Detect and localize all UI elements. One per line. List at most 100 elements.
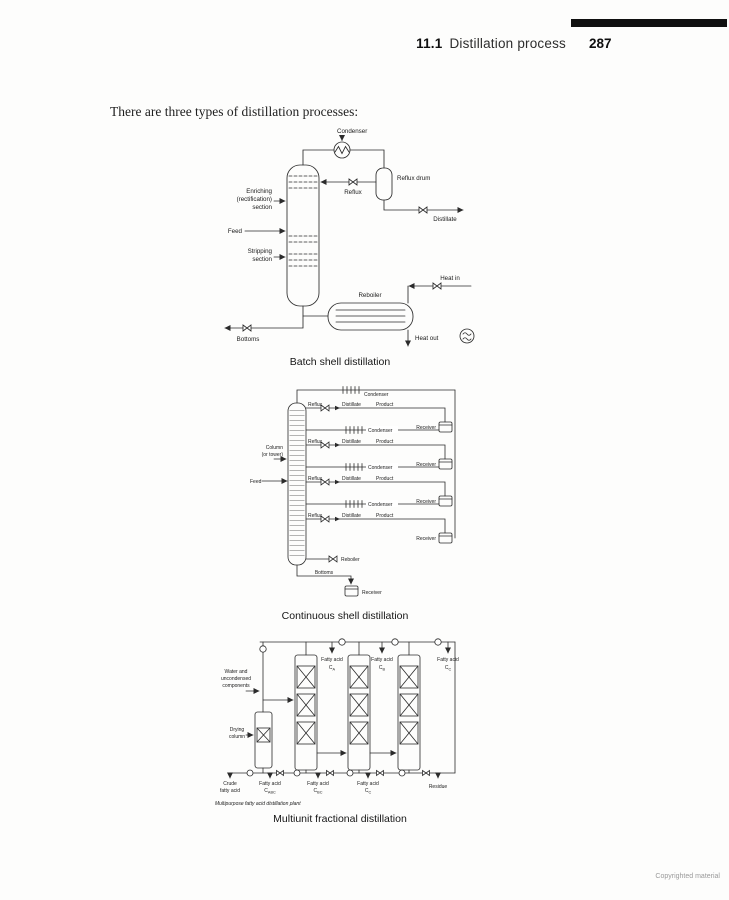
multiunit-distillation-diagram: Water and uncondensed components Drying … xyxy=(215,638,459,807)
reflux-drum-icon xyxy=(375,167,393,201)
label-receiver: Receiver xyxy=(416,425,436,431)
label-condenser: Condenser xyxy=(368,428,393,434)
reboiler-icon xyxy=(327,302,414,331)
label-condenser: Condenser xyxy=(368,465,393,471)
label-distillate: Distillate xyxy=(433,216,457,223)
valve-icon xyxy=(422,769,430,777)
label-reflux: Reflux xyxy=(308,402,323,408)
pump-icon xyxy=(338,638,346,646)
batch-distillation-diagram: Condenser Reflux drum Reflux Enriching (… xyxy=(224,128,475,347)
valve-icon xyxy=(320,515,330,523)
figure-caption-multiunit: Multiunit fractional distillation xyxy=(273,813,407,825)
label-product: Product xyxy=(376,476,394,482)
label-fatty-acid-a-sub: CA xyxy=(329,665,336,671)
packing-icon xyxy=(399,665,419,689)
steam-trap-icon xyxy=(459,328,475,344)
continuous-labels: Condenser Column (or tower) Feed Reflux … xyxy=(250,392,436,596)
intro-text: There are three types of distillation pr… xyxy=(110,104,359,119)
pump-icon xyxy=(246,769,254,777)
pump-icon xyxy=(391,638,399,646)
label-fatty-acid-abc-sub: CABC xyxy=(264,788,276,794)
label-receiver: Receiver xyxy=(416,499,436,505)
batch-labels: Condenser Reflux drum Reflux Enriching (… xyxy=(228,128,460,343)
receiver-drum-icon xyxy=(344,585,359,597)
valve-icon xyxy=(320,404,330,412)
label-distillate: Distillate xyxy=(342,439,361,445)
receiver-drum-icon xyxy=(438,495,453,507)
pump-icon xyxy=(434,638,442,646)
label-heat-out: Heat out xyxy=(415,335,439,342)
copyright-notice: Copyrighted material xyxy=(655,873,720,880)
label-condenser: Condenser xyxy=(368,502,393,508)
label-heat-in: Heat in xyxy=(440,275,460,282)
condenser-icon xyxy=(345,500,363,508)
packing-icon xyxy=(399,693,419,717)
label-crude-2: fatty acid xyxy=(220,788,240,794)
packing-icon xyxy=(399,721,419,745)
packing-icon xyxy=(256,727,271,743)
pump-icon xyxy=(398,769,406,777)
label-drying-1: Drying xyxy=(230,727,245,733)
label-enriching-1: Enriching xyxy=(246,188,272,195)
pump-icon xyxy=(346,769,354,777)
label-product: Product xyxy=(376,439,394,445)
label-fatty-acid-bc: Fatty acid xyxy=(307,781,329,787)
label-stripping-1: Stripping xyxy=(248,248,273,255)
receiver-drum-icon xyxy=(438,532,453,544)
label-fatty-acid-c2: Fatty acid xyxy=(357,781,379,787)
figure-caption-continuous: Continuous shell distillation xyxy=(281,610,409,622)
label-distillate: Distillate xyxy=(342,402,361,408)
condenser-icon xyxy=(345,463,363,471)
label-reflux-drum: Reflux drum xyxy=(397,175,430,182)
label-receiver: Receiver xyxy=(362,590,382,596)
column-trays xyxy=(288,175,318,267)
continuous-piping xyxy=(261,386,456,597)
running-head: 11.1 Distillation process xyxy=(0,36,566,51)
label-reflux: Reflux xyxy=(308,439,323,445)
label-bottoms: Bottoms xyxy=(315,570,334,576)
label-water-2: uncondensed xyxy=(221,676,251,682)
label-reflux: Reflux xyxy=(344,189,362,196)
label-water-1: Water and xyxy=(225,669,248,675)
label-water-3: components xyxy=(222,683,250,689)
label-condenser: Condenser xyxy=(364,392,389,398)
section-number: 11.1 xyxy=(416,36,443,51)
label-drying-2: column xyxy=(229,734,245,740)
valve-icon xyxy=(326,769,334,777)
label-condenser: Condenser xyxy=(337,128,367,135)
label-column-1: Column xyxy=(266,445,283,451)
packing-icon xyxy=(349,693,369,717)
label-feed: Feed xyxy=(250,479,262,485)
label-backplates xyxy=(366,426,398,507)
figure-note: Multipurpose fatty acid distillation pla… xyxy=(215,801,301,807)
multiunit-piping xyxy=(227,638,456,779)
label-receiver: Receiver xyxy=(416,536,436,542)
condenser-icon xyxy=(345,426,363,434)
label-reflux: Reflux xyxy=(308,476,323,482)
label-fatty-acid-abc: Fatty acid xyxy=(259,781,281,787)
label-column-2: (or tower) xyxy=(262,452,284,458)
condenser-icon xyxy=(342,386,360,394)
label-enriching-2: (rectification) xyxy=(237,196,272,203)
label-crude-1: Crude xyxy=(223,781,237,787)
valve-icon xyxy=(432,282,442,290)
valve-icon xyxy=(348,178,358,186)
valve-icon xyxy=(320,478,330,486)
label-fatty-acid-b: Fatty acid xyxy=(371,657,393,663)
valve-icon xyxy=(376,769,384,777)
label-product: Product xyxy=(376,513,394,519)
header-rule-bar xyxy=(571,19,727,27)
label-fatty-acid-a: Fatty acid xyxy=(321,657,343,663)
packing-icon xyxy=(349,721,369,745)
column-shell xyxy=(397,654,421,771)
section-title: Distillation process xyxy=(449,36,566,51)
label-distillate: Distillate xyxy=(342,513,361,519)
label-reboiler: Reboiler xyxy=(341,557,360,563)
flow-arrow-icon xyxy=(335,442,340,448)
multiunit-labels: Water and uncondensed components Drying … xyxy=(215,657,459,807)
figure-caption-batch: Batch shell distillation xyxy=(289,356,391,368)
column-shell xyxy=(347,654,371,771)
valve-icon xyxy=(242,324,252,332)
packing-icon xyxy=(296,721,316,745)
